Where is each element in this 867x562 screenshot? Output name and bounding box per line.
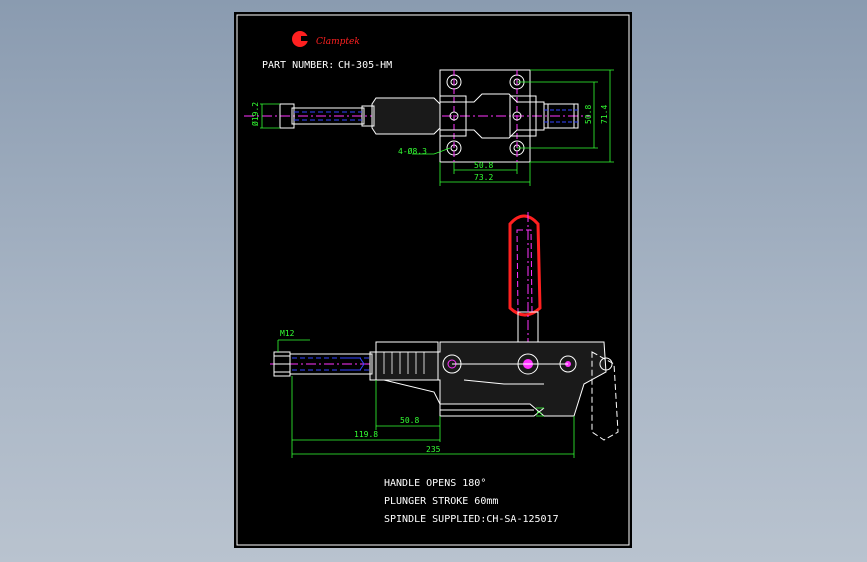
drawing-sheet: Clamptek PART NUMBER: CH-305-HM (234, 12, 632, 548)
dim-height-outer: 71.4 (600, 105, 609, 124)
dim-rod-diameter: Ø19.2 (250, 102, 260, 126)
part-number-value: CH-305-HM (338, 60, 392, 71)
dim-small: 7 (536, 411, 544, 415)
dim-height-inner: 50.8 (584, 105, 593, 124)
dim-width-outer: 73.2 (474, 173, 493, 182)
dim-holes: 4-Ø8.3 (398, 146, 427, 156)
handle-grip (508, 214, 542, 317)
logo: Clamptek (292, 31, 360, 47)
cad-drawing: Clamptek PART NUMBER: CH-305-HM (236, 14, 630, 546)
dim-overall: 235 (426, 445, 441, 454)
logo-text: Clamptek (316, 37, 360, 47)
top-view: Ø19.2 4-Ø8.3 50.8 73.2 50.8 71.4 (244, 69, 614, 186)
dim-base: 50.8 (400, 416, 419, 425)
note-spindle: SPINDLE SUPPLIED:CH-SA-125017 (384, 514, 559, 525)
note-plunger-stroke: PLUNGER STROKE 60mm (384, 496, 498, 507)
dim-width-inner: 50.8 (474, 161, 493, 170)
side-view: M12 50.8 119.8 235 7 (270, 212, 619, 458)
dim-offset: 119.8 (354, 430, 378, 439)
note-handle-opens: HANDLE OPENS 180° (384, 478, 486, 489)
dim-thread: M12 (280, 329, 295, 338)
sheet-border (236, 14, 630, 546)
part-number-label: PART NUMBER: (262, 60, 334, 71)
logo-mark (292, 31, 308, 47)
notes: HANDLE OPENS 180° PLUNGER STROKE 60mm SP… (384, 478, 559, 525)
